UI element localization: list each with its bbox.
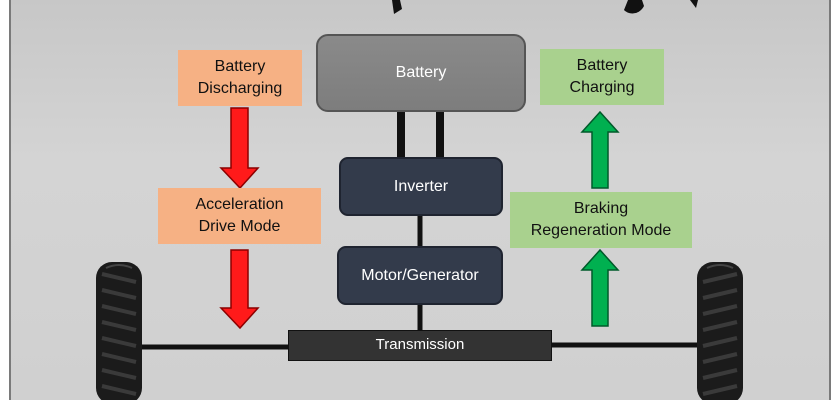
battery-charging-line-1: Battery (576, 57, 628, 75)
battery-label: Battery (395, 64, 447, 82)
braking-regeneration-mode-box: Braking Regeneration Mode (510, 192, 692, 248)
transmission-label: Transmission (375, 336, 465, 354)
motor-generator-label: Motor/Generator (361, 266, 479, 284)
battery-discharging-line-2: Discharging (197, 80, 283, 97)
up-arrow-icon (580, 248, 620, 327)
acceleration-line-1: Acceleration (195, 196, 284, 214)
transmission-bar: Transmission (288, 330, 552, 361)
battery-discharging-line-1: Battery (214, 58, 266, 76)
cropped-title-fragments (392, 0, 698, 14)
down-arrow-icon (219, 107, 260, 190)
right-tire-icon (697, 262, 743, 400)
up-arrow-icon (580, 110, 620, 189)
motor-generator-box: Motor/Generator (337, 246, 503, 305)
acceleration-drive-mode-box: Acceleration Drive Mode (158, 188, 321, 244)
acceleration-line-2: Drive Mode (198, 218, 281, 235)
battery-charging-box: Battery Charging (540, 49, 664, 105)
inverter-label: Inverter (393, 177, 449, 195)
braking-line-2: Regeneration Mode (530, 222, 672, 239)
inverter-box: Inverter (339, 157, 503, 216)
battery-box: Battery (316, 34, 526, 112)
down-arrow-icon (219, 249, 260, 330)
battery-charging-line-2: Charging (569, 79, 635, 96)
battery-discharging-box: Battery Discharging (178, 50, 302, 106)
left-tire-icon (96, 262, 142, 400)
braking-line-1: Braking (573, 200, 629, 218)
